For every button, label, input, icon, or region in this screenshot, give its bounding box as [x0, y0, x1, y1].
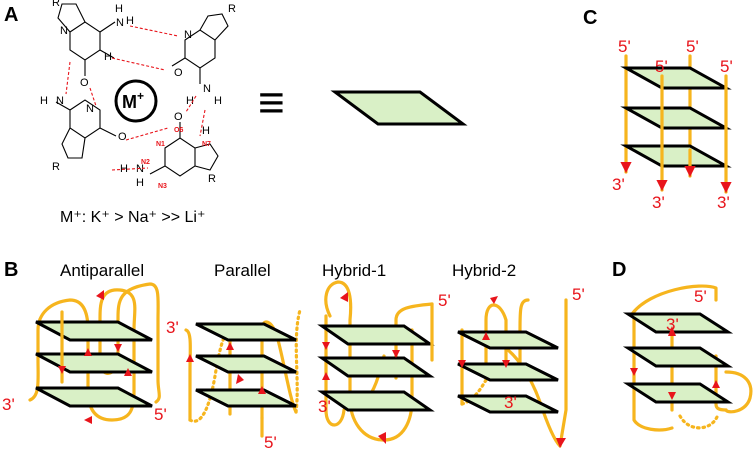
svg-text:N: N — [184, 29, 192, 41]
atom-label-n3: N3 — [158, 183, 167, 190]
topology-label-antiparallel: Antiparallel — [60, 261, 144, 280]
svg-text:R: R — [52, 0, 60, 9]
svg-text:O: O — [80, 77, 89, 89]
panel-label-a: A — [4, 4, 18, 26]
guanine-bottom-left: H N R O N — [40, 95, 127, 173]
svg-text:H: H — [202, 125, 210, 137]
guanine-top-right: N R O N H H — [171, 3, 236, 107]
svg-text:R: R — [208, 173, 216, 185]
topology-label-hybrid-1: Hybrid-1 — [322, 261, 386, 280]
c-five-prime-3: 5' — [655, 57, 668, 76]
guanine-bottom-right: O N H H R H — [120, 111, 219, 189]
atom-label-o6: O6 — [174, 127, 183, 134]
c-three-prime-1: 3' — [612, 175, 625, 194]
tetrad-plane-symbol — [330, 90, 468, 126]
c-five-prime-4: 5' — [720, 57, 733, 76]
d-three-prime: 3' — [666, 315, 679, 334]
panel-label-c: C — [583, 7, 597, 29]
svg-text:H: H — [126, 15, 134, 27]
metal-ion: M+ — [114, 79, 158, 123]
svg-text:N: N — [136, 163, 144, 175]
svg-text:O: O — [118, 131, 127, 143]
g-tetrad-chemical-structure: N R H N H H O N R O N H H H N R — [40, 0, 236, 190]
svg-text:H: H — [104, 51, 112, 63]
panel-label-b: B — [4, 259, 18, 281]
d-five-prime: 5' — [694, 287, 707, 306]
panel-label-d: D — [612, 259, 626, 281]
antiparallel-topology: 3' 5' — [2, 282, 167, 424]
guanine-top-left: N R H N H H O — [52, 0, 134, 89]
panel-d-topology: 5' 3' — [622, 284, 753, 432]
atom-label-n1: N1 — [156, 141, 165, 148]
svg-text:H: H — [115, 3, 123, 15]
svg-text:M+: M+ — [122, 89, 144, 112]
hybrid-1-five-prime: 5' — [438, 291, 451, 310]
svg-text:N: N — [60, 25, 68, 37]
svg-text:O: O — [174, 111, 183, 123]
svg-text:N: N — [116, 17, 124, 29]
svg-text:H: H — [40, 95, 48, 107]
svg-text:H: H — [214, 95, 222, 107]
antiparallel-five-prime: 5' — [154, 405, 167, 424]
equivalence-symbol: ≡ — [258, 76, 285, 128]
atom-label-n7: N7 — [202, 141, 211, 148]
ion-caption: M⁺: K⁺ > Na⁺ >> Li⁺ — [60, 209, 205, 226]
antiparallel-three-prime: 3' — [2, 395, 15, 414]
hybrid-1-three-prime: 3' — [318, 397, 331, 416]
svg-text:H: H — [186, 95, 194, 107]
svg-text:H: H — [136, 177, 144, 189]
hybrid-1-topology: 5' 3' — [317, 280, 451, 444]
parallel-topology: 3' 5' — [166, 308, 302, 452]
hybrid-2-three-prime: 3' — [504, 393, 517, 412]
svg-text:N: N — [56, 95, 64, 107]
atom-label-n2: N2 — [141, 159, 150, 166]
topology-label-parallel: Parallel — [214, 261, 271, 280]
svg-text:N: N — [86, 103, 94, 115]
c-five-prime-2: 5' — [686, 37, 699, 56]
c-five-prime-1: 5' — [618, 37, 631, 56]
parallel-stack-diagram: 5' 5' 5' 5' 3' 3' 3' — [612, 37, 733, 212]
svg-text:N: N — [203, 83, 211, 95]
c-three-prime-3: 3' — [717, 193, 730, 212]
parallel-three-prime: 3' — [166, 318, 179, 337]
parallel-five-prime: 5' — [264, 433, 277, 452]
svg-text:O: O — [174, 67, 183, 79]
hybrid-2-topology: 5' 3' — [457, 285, 585, 448]
svg-text:R: R — [228, 3, 236, 15]
svg-text:R: R — [52, 161, 60, 173]
topology-label-hybrid-2: Hybrid-2 — [452, 261, 516, 280]
c-three-prime-2: 3' — [652, 193, 665, 212]
hybrid-2-five-prime: 5' — [572, 285, 585, 304]
